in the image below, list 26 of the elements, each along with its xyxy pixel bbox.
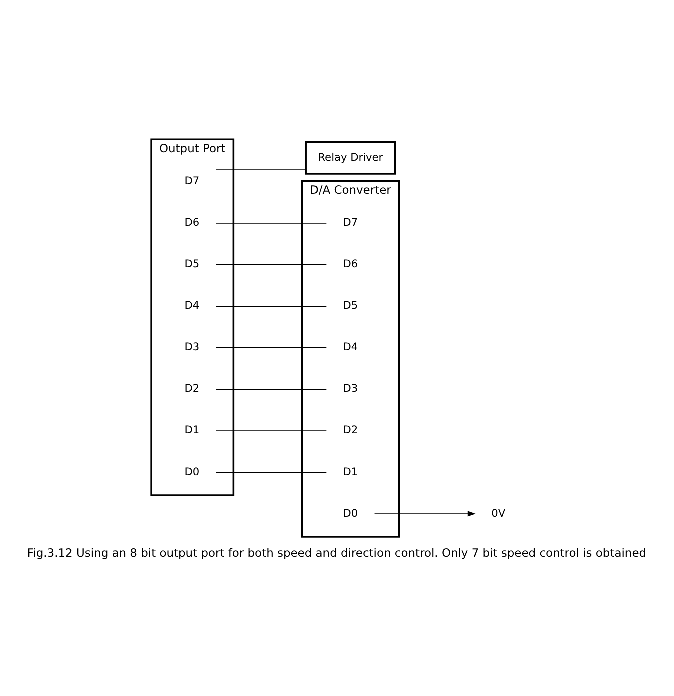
node-box: Relay Driver	[305, 141, 396, 175]
arrow	[374, 511, 476, 517]
node-text: D0	[343, 508, 358, 520]
node-text: D6	[343, 258, 358, 271]
connector	[216, 264, 328, 266]
node-text: D5	[343, 300, 358, 312]
node-text: D2	[184, 383, 200, 396]
connector	[216, 389, 328, 390]
node-text: D4	[184, 300, 200, 312]
node-text: 0V	[492, 508, 506, 520]
node-text: D1	[184, 424, 200, 437]
node-text: D7	[343, 217, 358, 230]
caption: Fig.3.12 Using an 8 bit output port for both speed and direction control. Only 7 bit speed control is obtained	[27, 546, 647, 560]
node-text: D6	[184, 217, 200, 230]
node-text: D1	[343, 466, 358, 478]
node-text: D7	[184, 176, 200, 188]
node-text: D2	[343, 424, 358, 437]
node-text: D4	[343, 342, 358, 354]
connector	[216, 430, 328, 432]
node-text: D0	[184, 466, 200, 478]
node-text: D5	[184, 258, 200, 271]
connector	[216, 306, 328, 307]
node-text: D3	[184, 342, 200, 354]
node-text: D3	[343, 383, 358, 396]
connector	[216, 223, 328, 224]
connector	[216, 472, 328, 473]
